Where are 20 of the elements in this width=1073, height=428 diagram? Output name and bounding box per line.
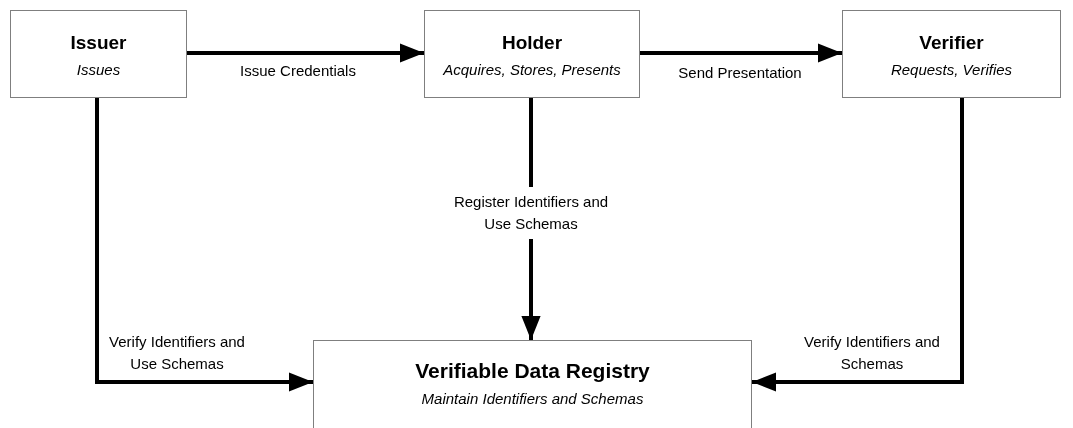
edge-label: Verify Identifiers and Schemas xyxy=(803,332,941,374)
arrow xyxy=(752,98,964,392)
box-subtitle: Maintain Identifiers and Schemas xyxy=(421,389,644,409)
box-title: Verifier xyxy=(919,31,984,55)
box-title: Issuer xyxy=(70,31,127,55)
box-subtitle: Requests, Verifies xyxy=(890,60,1013,80)
process-box xyxy=(313,340,752,428)
arrow xyxy=(187,43,424,63)
process-box xyxy=(842,10,1061,98)
edge-label: Verify Identifiers and Use Schemas xyxy=(108,332,246,374)
edge-label: Issue Credentials xyxy=(239,61,357,81)
process-box xyxy=(424,10,640,98)
edge-label: Send Presentation xyxy=(677,63,803,83)
arrow xyxy=(640,43,842,63)
box-subtitle: Acquires, Stores, Presents xyxy=(443,60,621,80)
box-title: Verifiable Data Registry xyxy=(415,358,650,384)
process-box xyxy=(10,10,187,98)
box-title: Holder xyxy=(501,31,563,55)
box-subtitle: Issues xyxy=(76,60,121,80)
arrow xyxy=(95,98,313,392)
